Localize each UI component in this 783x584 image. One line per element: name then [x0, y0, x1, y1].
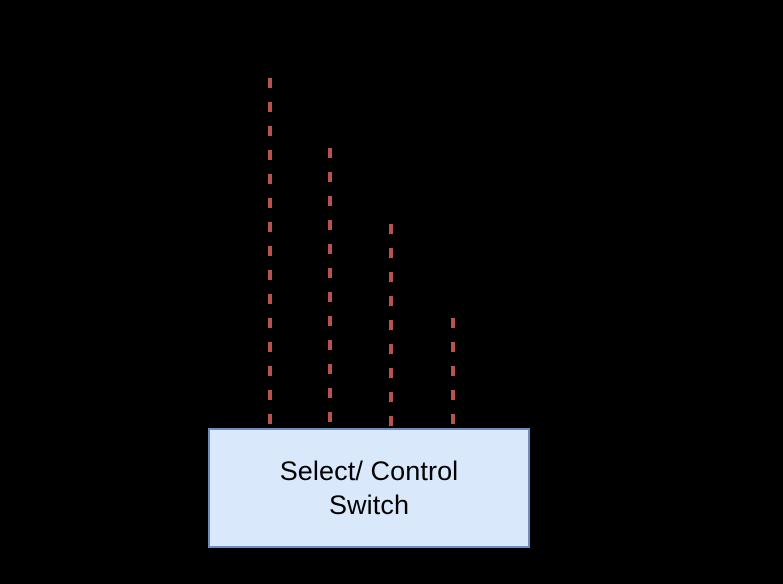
dashed-connector-2[interactable] [328, 148, 332, 428]
dashed-connector-4[interactable] [451, 318, 455, 428]
dashed-connector-3[interactable] [389, 224, 393, 428]
select-control-switch-label: Select/ Control Switch [279, 456, 459, 520]
dashed-connector-1[interactable] [268, 78, 272, 428]
select-control-switch-box[interactable]: Select/ Control Switch [208, 428, 530, 548]
